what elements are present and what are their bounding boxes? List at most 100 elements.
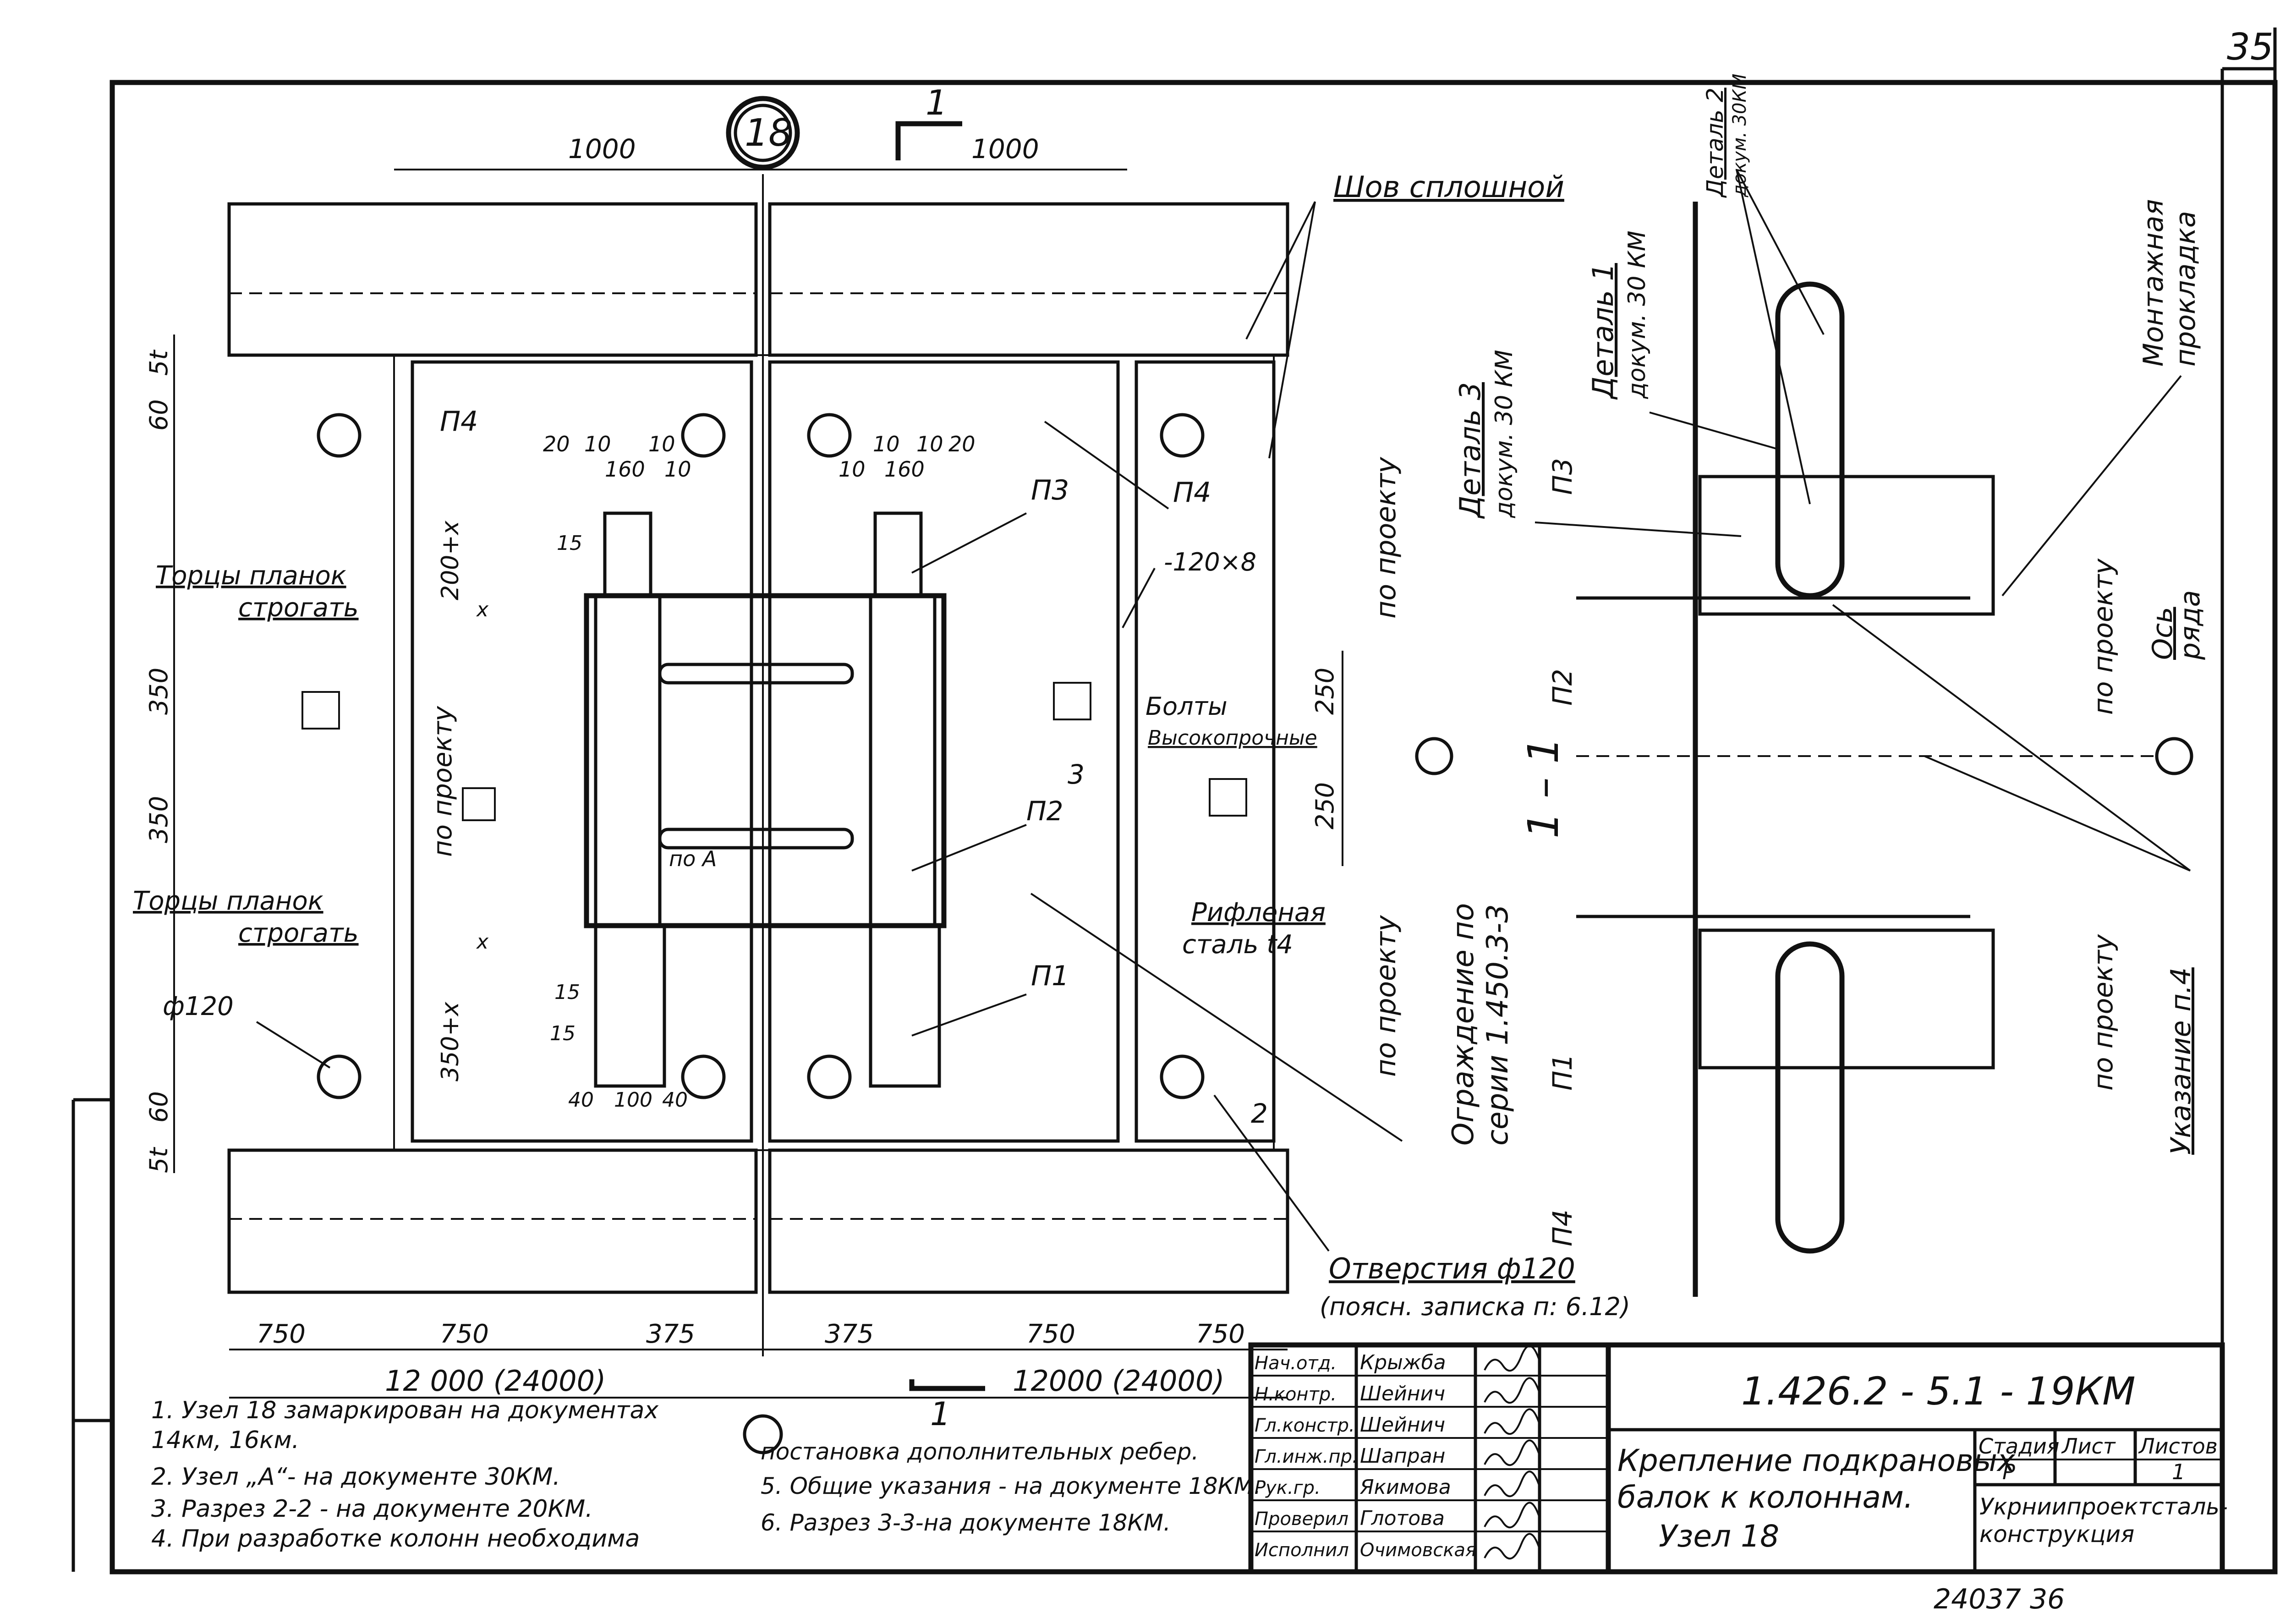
phi-note: ф120 xyxy=(163,992,234,1021)
offset-3: x xyxy=(476,598,489,621)
dim-left-6: 5t xyxy=(144,1147,173,1173)
sig-name-4: Шапран xyxy=(1360,1444,1445,1468)
note-6: 6. Разрез 3-3-на документе 18КМ. xyxy=(761,1509,1171,1536)
drawing-code: 1.426.2 - 5.1 - 19КМ xyxy=(1741,1369,2136,1414)
sheet-header: Лист xyxy=(2061,1434,2116,1459)
sd-8: 160 xyxy=(884,457,925,482)
sig-role-5: Рук.гр. xyxy=(1255,1477,1321,1498)
leader-d1 xyxy=(1649,411,1778,450)
mount-2: прокладка xyxy=(2170,211,2202,367)
dim-right-1: 250 xyxy=(1310,668,1339,715)
dim-bottom-2: 750 xyxy=(440,1319,489,1349)
title-block-frame xyxy=(1248,1342,2225,1575)
part-p4-right: П4 xyxy=(1173,477,1211,509)
upper-plate-left xyxy=(603,511,652,598)
detail1-2: докум. 30 КМ xyxy=(1623,230,1651,399)
section-by-project-top: по проекту xyxy=(2088,558,2119,715)
section-title: 1 – 1 xyxy=(1519,737,1568,839)
offset-5: 15 xyxy=(557,532,582,555)
sig-role-1: Нач.отд. xyxy=(1255,1353,1337,1374)
leader-seam-2 xyxy=(1268,201,1316,459)
hole-4 xyxy=(1160,413,1205,458)
section-slot-top xyxy=(1775,281,1845,598)
lower-plate-left xyxy=(594,924,666,1088)
section-axis-bubble xyxy=(2155,737,2193,775)
title-line-3: Узел 18 xyxy=(1659,1519,1779,1554)
plate-note: -120×8 xyxy=(1164,548,1256,576)
cut-1-top xyxy=(895,121,962,160)
leader-holes xyxy=(1213,1094,1330,1252)
bottom-left-beam xyxy=(227,1148,758,1294)
sd-5: 10 xyxy=(664,457,691,482)
hatch-3 xyxy=(1209,778,1247,817)
holes-1: Отверстия ф120 xyxy=(1329,1252,1575,1285)
part-p2: П2 xyxy=(1026,796,1063,827)
stiffener-top xyxy=(658,663,854,685)
sd-6: 10 xyxy=(839,457,866,482)
fence-2: серии 1.450.3-3 xyxy=(1481,904,1515,1146)
hole-1 xyxy=(317,413,362,458)
dim-bottom-1: 750 xyxy=(257,1319,306,1349)
note-4b: постановка дополнительных ребер. xyxy=(761,1438,1199,1465)
stage-value: Р xyxy=(2002,1459,2015,1484)
section-by-project-bottom: по проекту xyxy=(2088,934,2119,1091)
offset-7: 15 xyxy=(550,1022,575,1045)
section-lower-beam xyxy=(1698,928,1995,1070)
signature-7 xyxy=(1484,1533,1540,1560)
archive-stamp: 24037 36 xyxy=(1934,1583,2065,1615)
note-4: 4. При разработке колонн необходима xyxy=(151,1525,640,1553)
leader-plate xyxy=(1122,568,1156,628)
section-p2: П2 xyxy=(1547,669,1578,706)
sig-name-1: Крыжба xyxy=(1360,1351,1446,1374)
fence-1: Ограждение по xyxy=(1447,903,1480,1146)
part-p3: П3 xyxy=(1031,474,1069,506)
signature-6 xyxy=(1484,1502,1540,1529)
hatch-4 xyxy=(462,787,496,821)
org-line-2: конструкция xyxy=(1979,1521,2134,1547)
sig-name-5: Якимова xyxy=(1359,1476,1451,1499)
cut3-label: 3 xyxy=(1068,759,1085,790)
title-line-2: балок к колоннам. xyxy=(1617,1480,1913,1515)
leader-p4 xyxy=(1044,421,1169,510)
ends-bottom-1: Торцы планок xyxy=(133,886,323,916)
bottom-right-beam xyxy=(768,1148,1289,1294)
ends-top-1: Торцы планок xyxy=(156,561,346,591)
node-badge-outer xyxy=(726,96,800,170)
hole-8 xyxy=(1160,1054,1205,1099)
dim-bottom-4: 375 xyxy=(825,1319,874,1349)
by-project-left: по проекту xyxy=(428,706,458,857)
offset-6: 15 xyxy=(554,981,580,1004)
axis-bubble-plan xyxy=(1415,737,1453,775)
part-p1: П1 xyxy=(1031,960,1069,992)
sig-name-2: Шейнич xyxy=(1360,1382,1445,1405)
cut-1-bottom-label: 1 xyxy=(930,1395,951,1433)
leader-instr-2 xyxy=(1924,755,2191,872)
hole-3 xyxy=(807,413,852,458)
sig-name-3: Шейнич xyxy=(1360,1413,1445,1437)
sig-role-7: Исполнил xyxy=(1255,1540,1349,1561)
sig-role-2: Н.контр. xyxy=(1255,1384,1337,1405)
leader-phi xyxy=(256,1021,331,1069)
hole-5 xyxy=(317,1054,362,1099)
section-p4: П4 xyxy=(1547,1209,1578,1246)
column-web xyxy=(584,593,947,928)
by-project-mid-top: по проекту xyxy=(1370,456,1402,619)
top-right-beam xyxy=(768,202,1289,357)
page-number: 35 xyxy=(2227,26,2274,68)
note-2: 2. Узел „А“- на документе 30КМ. xyxy=(151,1463,560,1491)
right-platform-plate xyxy=(768,360,1120,1143)
sd-b1: 40 xyxy=(568,1088,594,1112)
leader-seam-1 xyxy=(1245,201,1316,340)
signature-3 xyxy=(1484,1408,1540,1435)
riffled-1: Рифленая xyxy=(1191,898,1326,927)
top-left-beam xyxy=(227,202,758,357)
left-platform-plate xyxy=(411,360,753,1143)
riffled-2: сталь t4 xyxy=(1182,930,1293,960)
leader-instr-1 xyxy=(1832,604,2191,872)
dim-left-2: 60 xyxy=(144,399,173,431)
hole-2 xyxy=(681,413,726,458)
ends-top-2: строгать xyxy=(238,593,359,623)
section-view: 1 – 1 П3 П2 П1 П4 Деталь 3 докум. 30 КМ … xyxy=(1453,74,2206,1297)
dim-left-3: 350 xyxy=(144,668,173,715)
